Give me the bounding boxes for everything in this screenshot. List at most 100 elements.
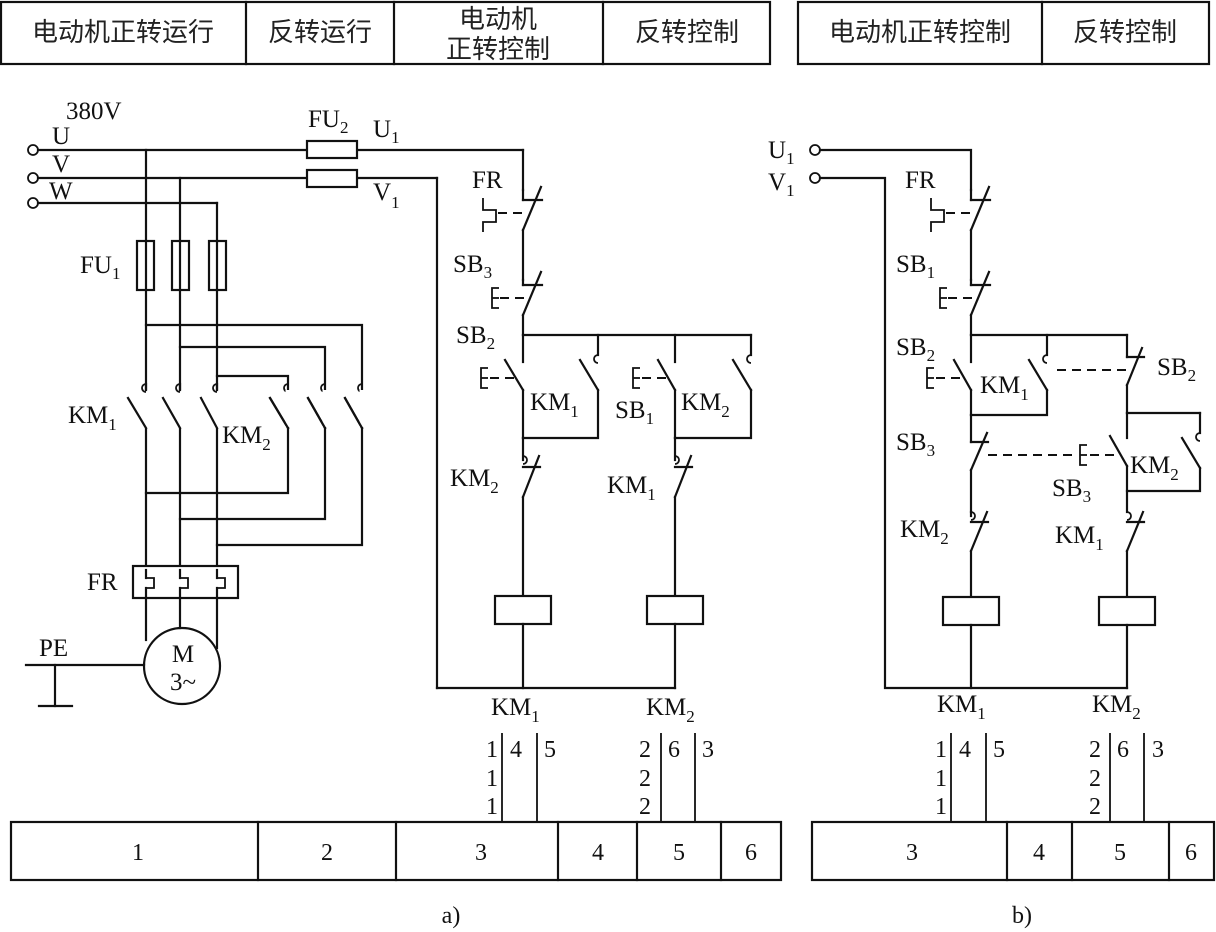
fr-ctrl-label: FR bbox=[472, 167, 503, 194]
motor-phase-label: 3~ bbox=[170, 669, 196, 696]
km1-interlock-label: KM1 bbox=[607, 472, 656, 504]
zone-strip-a: 1 2 3 4 5 6 bbox=[9, 820, 783, 882]
b-v1-label: V1 bbox=[768, 169, 795, 200]
v1-label: V1 bbox=[373, 179, 400, 212]
supply-voltage-label: 380V bbox=[66, 98, 122, 125]
thermal-relay-fr bbox=[131, 564, 240, 600]
header-table-b: 电动机正转控制 反转控制 bbox=[796, 0, 1211, 66]
km1-main-label: KM1 bbox=[68, 402, 117, 434]
svg-text:3: 3 bbox=[1152, 737, 1164, 763]
fr-main-label: FR bbox=[87, 569, 118, 596]
svg-text:6: 6 bbox=[668, 737, 680, 763]
header-b-cell-2: 反转控制 bbox=[1073, 18, 1177, 48]
svg-text:3: 3 bbox=[702, 737, 714, 763]
b-coil-km1-label: KM1 bbox=[937, 691, 986, 723]
svg-text:2: 2 bbox=[1089, 737, 1101, 763]
zone-a-5: 5 bbox=[673, 840, 685, 866]
zone-a-2: 2 bbox=[321, 840, 333, 866]
svg-text:1: 1 bbox=[935, 737, 947, 763]
svg-text:5: 5 bbox=[544, 737, 556, 763]
sb3-label: SB3 bbox=[453, 251, 492, 282]
km1-hold-label: KM1 bbox=[530, 389, 579, 421]
zone-a-6: 6 bbox=[745, 840, 757, 866]
zone-b-4: 4 bbox=[1033, 840, 1045, 866]
b-fr-label: FR bbox=[905, 167, 936, 194]
b-km2-hold-label: KM2 bbox=[1130, 452, 1179, 484]
b-sb3-left-label: SB3 bbox=[896, 429, 935, 460]
zone-b-6: 6 bbox=[1185, 840, 1197, 866]
svg-text:2: 2 bbox=[639, 737, 651, 763]
fuse-fu2-v bbox=[305, 168, 359, 189]
b-km2-contact-reference: 2 2 2 6 3 bbox=[1089, 733, 1164, 822]
coil-km1-label: KM1 bbox=[491, 694, 540, 726]
svg-text:5: 5 bbox=[993, 737, 1005, 763]
phase-v-label: V bbox=[52, 151, 70, 178]
km2-hold-label: KM2 bbox=[681, 389, 730, 421]
svg-text:4: 4 bbox=[510, 737, 522, 763]
motor-label: M bbox=[172, 641, 194, 668]
coil-km2 bbox=[645, 594, 705, 626]
zone-a-3: 3 bbox=[475, 840, 487, 866]
terminal-u1 bbox=[809, 144, 821, 156]
svg-text:2: 2 bbox=[639, 766, 651, 792]
b-sb3-mid-label: SB3 bbox=[1052, 475, 1091, 506]
zone-b-5: 5 bbox=[1114, 840, 1126, 866]
terminal-u bbox=[27, 144, 39, 156]
km1-contact-reference: 1 1 1 4 5 bbox=[486, 733, 556, 822]
b-km1-interlock-label: KM1 bbox=[1055, 522, 1104, 554]
svg-text:1: 1 bbox=[486, 737, 498, 763]
svg-text:6: 6 bbox=[1117, 737, 1129, 763]
control-circuit-b: U1 V1 FR SB1 SB2 KM1 bbox=[768, 137, 1202, 822]
b-sb1-label: SB1 bbox=[896, 251, 935, 282]
header-b-cell-1: 电动机正转控制 bbox=[829, 18, 1011, 48]
km2-interlock-label: KM2 bbox=[450, 465, 499, 497]
header-table-a: 电动机正转运行 反转运行 电动机 正转控制 反转控制 bbox=[0, 0, 772, 66]
svg-text:2: 2 bbox=[1089, 766, 1101, 792]
svg-text:2: 2 bbox=[639, 794, 651, 820]
coil-km2-label: KM2 bbox=[646, 694, 695, 726]
caption-a: a) bbox=[442, 903, 461, 929]
b-coil-km2-label: KM2 bbox=[1092, 691, 1141, 723]
svg-text:2: 2 bbox=[1089, 794, 1101, 820]
header-a-cell-3-line2: 正转控制 bbox=[446, 35, 550, 65]
b-km2-interlock-label: KM2 bbox=[900, 516, 949, 548]
terminal-v1 bbox=[809, 172, 821, 184]
control-circuit-a: FR SB3 SB2 KM1 SB1 bbox=[435, 167, 753, 822]
header-a-cell-3-line1: 电动机 bbox=[459, 5, 537, 35]
fuse-fu2-u bbox=[305, 139, 359, 160]
km2-main-label: KM2 bbox=[222, 422, 271, 454]
coil-km1 bbox=[493, 594, 553, 626]
svg-text:1: 1 bbox=[935, 794, 947, 820]
header-a-cell-4: 反转控制 bbox=[635, 18, 739, 48]
svg-text:1: 1 bbox=[486, 794, 498, 820]
phase-u-label: U bbox=[52, 123, 70, 150]
zone-a-4: 4 bbox=[592, 840, 604, 866]
svg-text:4: 4 bbox=[959, 737, 971, 763]
terminal-w bbox=[27, 197, 39, 209]
b-km1-hold-label: KM1 bbox=[980, 372, 1029, 404]
main-circuit-a: 380V U V W FU2 U1 V1 FU1 bbox=[24, 98, 525, 708]
header-a-cell-1: 电动机正转运行 bbox=[32, 18, 214, 48]
u1-label: U1 bbox=[373, 116, 400, 147]
svg-text:1: 1 bbox=[486, 766, 498, 792]
km2-main-contacts bbox=[268, 383, 365, 430]
b-coil-km2 bbox=[1097, 595, 1157, 627]
fu1-label: FU1 bbox=[80, 252, 120, 283]
b-sb2-left-label: SB2 bbox=[896, 334, 935, 365]
caption-b: b) bbox=[1012, 903, 1032, 929]
sb2-label: SB2 bbox=[456, 322, 495, 353]
b-coil-km1 bbox=[941, 595, 1001, 627]
zone-strip-b: 3 4 5 6 bbox=[810, 820, 1216, 882]
b-u1-label: U1 bbox=[768, 137, 795, 168]
terminal-v bbox=[27, 172, 39, 184]
km2-contact-reference: 2 2 2 6 3 bbox=[639, 733, 714, 822]
b-km1-contact-reference: 1 1 1 4 5 bbox=[935, 733, 1005, 822]
fu2-label: FU2 bbox=[308, 106, 348, 137]
zone-a-1: 1 bbox=[132, 840, 144, 866]
b-sb2-right-label: SB2 bbox=[1157, 354, 1196, 385]
phase-w-label: W bbox=[49, 178, 73, 205]
svg-text:1: 1 bbox=[935, 766, 947, 792]
zone-b-3: 3 bbox=[906, 840, 918, 866]
km1-main-contacts bbox=[126, 382, 220, 430]
